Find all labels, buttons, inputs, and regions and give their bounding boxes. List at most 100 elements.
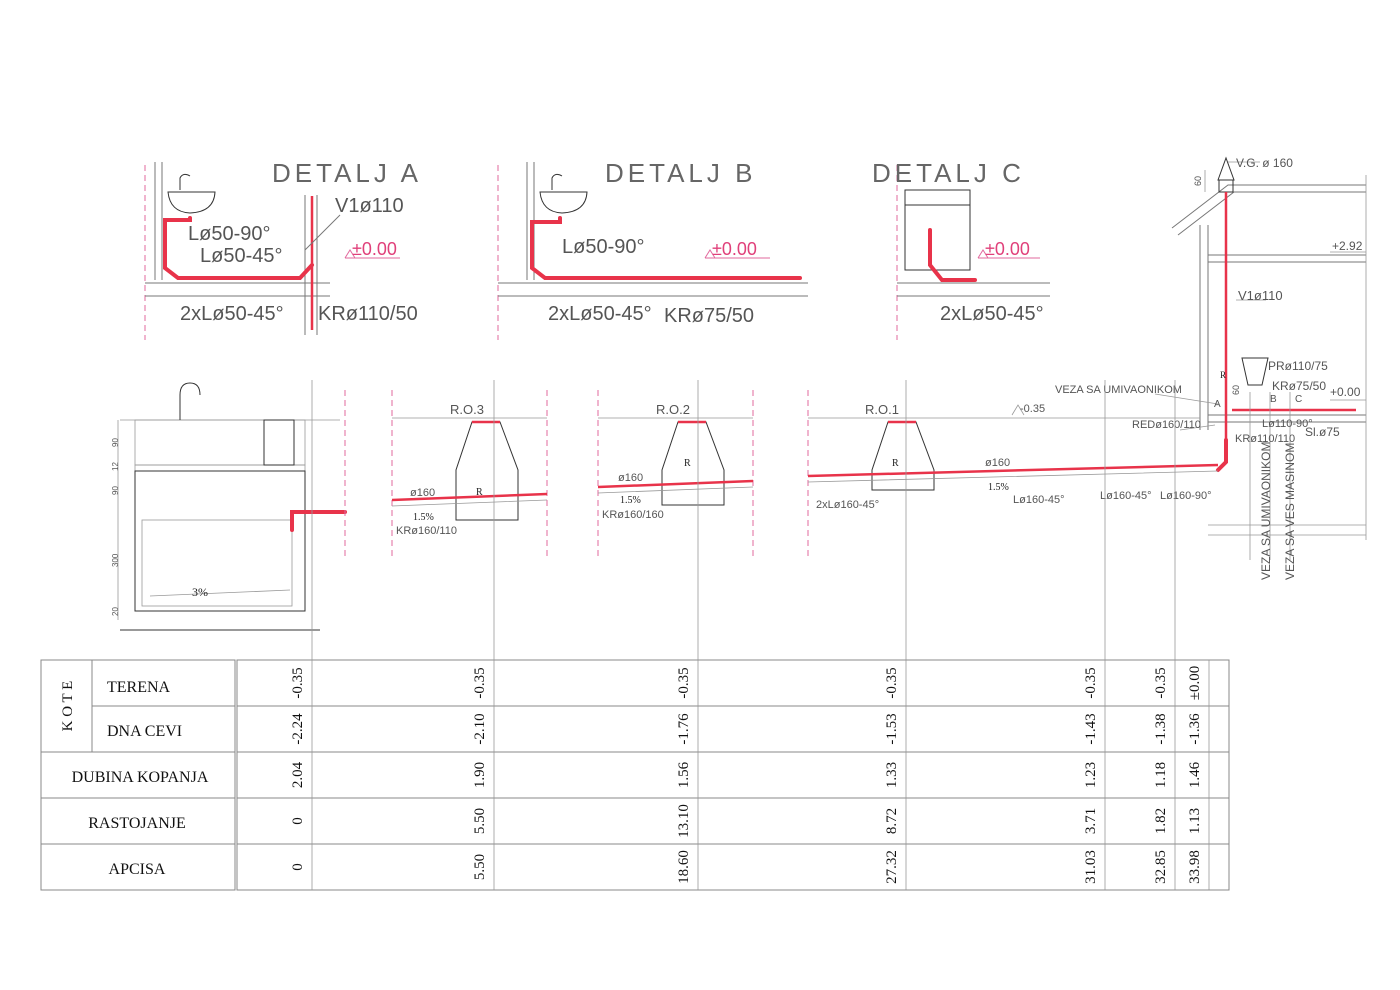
table-cell-terena: -0.35 — [676, 667, 692, 698]
table-cell-dna-cevi: -1.43 — [1083, 713, 1099, 744]
detail-a-level-mark — [344, 249, 356, 259]
table-cell-dna-cevi: -1.53 — [884, 713, 900, 744]
pipe-slope-1: 1.5% — [413, 512, 434, 523]
sewer-pipe-3 — [807, 463, 1219, 478]
stack-label: V1ø110 — [1238, 288, 1283, 303]
table-cell-apcisa: 18.60 — [676, 850, 692, 884]
table-cell-rastojanje: 8.72 — [884, 808, 900, 834]
tank-dim-4: 20 — [111, 607, 120, 616]
sewer-pipe-bottom — [391, 470, 1219, 507]
reducer-label-2: KRø75/50 — [1272, 379, 1326, 393]
elbow-110-label: Lø110-90° — [1262, 418, 1313, 430]
detail-a-level: ±0.00 — [352, 239, 397, 259]
point-a: A — [1214, 399, 1221, 410]
dim-60-floor: 60 — [1231, 385, 1241, 395]
table-cell-apcisa: 27.32 — [884, 850, 900, 884]
revision-mark: R — [1220, 370, 1226, 380]
detail-c-level: ±0.00 — [985, 239, 1030, 259]
tank-vent-icon — [179, 382, 201, 420]
level-floor: +0.00 — [1330, 385, 1361, 399]
table-cell-terena: ±0.00 — [1187, 666, 1203, 700]
detail-b-drain-pipe — [530, 216, 802, 280]
roof-line-inner — [1177, 191, 1366, 236]
manhole-ro3 — [455, 421, 519, 521]
fitting-2x-elbow-160: 2xLø160-45° — [816, 499, 879, 511]
trap-label: Sl.ø75 — [1305, 425, 1340, 439]
level-top: +2.92 — [1332, 239, 1363, 253]
pipe-dia-2: ø160 — [618, 472, 643, 484]
pipe-slope-3: 1.5% — [988, 482, 1009, 493]
tank-body — [134, 470, 306, 612]
detail-a-faucet — [179, 173, 191, 190]
manhole-ro2-mark: R — [684, 458, 691, 469]
table-cell-rastojanje: 5.50 — [472, 808, 488, 834]
vent-label: V.G. ø 160 — [1236, 156, 1293, 170]
table-cell-dna-cevi: -1.38 — [1153, 713, 1169, 744]
septic-tank: 3% 90 12 90 300 20 — [111, 382, 347, 631]
building-section: V.G. ø 160 +2.92 V1ø110 PRø110/75 KRø75/… — [1055, 156, 1367, 580]
table-cell-dubina: 1.56 — [676, 761, 692, 788]
table-cell-dubina: 1.18 — [1153, 762, 1169, 788]
ground-level-mark — [1011, 404, 1025, 416]
stack-bend — [1216, 438, 1228, 472]
manhole-ro2-label: R.O.2 — [656, 402, 690, 417]
tank-cover-slab — [134, 419, 306, 466]
manhole-ro2 — [661, 421, 725, 506]
detail-c-drain-pipe — [928, 228, 977, 282]
connection-leader — [1154, 393, 1219, 405]
reducer-160-label: REDø160/110 — [1132, 419, 1201, 431]
manhole-ro1-mark: R — [892, 458, 899, 469]
point-b: B — [1270, 394, 1277, 405]
tank-dim-0: 90 — [111, 438, 120, 447]
table-cell-rastojanje: 13.10 — [676, 804, 692, 838]
detail-b-faucet — [551, 173, 563, 190]
table-cell-terena: -0.35 — [1083, 667, 1099, 698]
detail-a-label-reducer: KRø110/50 — [318, 303, 418, 325]
table-cell-dubina: 2.04 — [290, 761, 306, 788]
branch-110-label: KRø110/110 — [1235, 433, 1295, 445]
detail-b-level-mark — [704, 249, 716, 259]
detail-a-title: DETALJ A — [272, 158, 422, 188]
table-cell-apcisa: 0 — [290, 863, 306, 871]
tank-water — [141, 519, 293, 607]
table-row-dubina: DUBINA KOPANJA — [72, 769, 209, 786]
detail-a-leader — [304, 214, 341, 251]
table-cell-terena: -0.35 — [290, 667, 306, 698]
table-cell-rastojanje: 0 — [290, 817, 306, 825]
pipe-dia-3: ø160 — [985, 457, 1010, 469]
toilet-icon — [1241, 357, 1269, 386]
table-cell-dubina: 1.90 — [472, 762, 488, 788]
vent-cap-icon — [1217, 156, 1235, 181]
table-cell-terena: -0.35 — [472, 667, 488, 698]
tank-slope-line — [149, 589, 291, 597]
rotated-label-washbasin: VEZA SA UMIVAONIKOM — [1259, 442, 1273, 580]
table-cell-terena: -0.35 — [1153, 667, 1169, 698]
manhole-ro3-label: R.O.3 — [450, 402, 484, 417]
table-row-apcisa: APCISA — [109, 861, 166, 878]
table-value-columns: -0.35-2.242.0400-0.35-2.101.905.505.50-0… — [290, 380, 1210, 890]
tank-manhole-neck — [263, 419, 295, 466]
foundation — [1208, 524, 1366, 536]
table-cell-apcisa: 5.50 — [472, 854, 488, 880]
tank-dim-2: 90 — [111, 486, 120, 495]
detail-b-washbasin — [539, 191, 588, 214]
table-cell-apcisa: 31.03 — [1083, 850, 1099, 884]
sewer-pipe-1 — [391, 492, 548, 502]
detail-b-title: DETALJ B — [605, 158, 756, 188]
sewer-pipe-2 — [597, 479, 754, 489]
table-cell-apcisa: 32.85 — [1153, 850, 1169, 884]
table-value-frame — [236, 659, 1230, 891]
detail-a: DETALJ A V1ø110 Lø50-90° Lø50-45° 2xLø50… — [144, 158, 422, 340]
fitting-elbow-45-b: Lø160-45° — [1100, 490, 1152, 502]
detail-b-label-reducer: KRø75/50 — [664, 305, 754, 327]
detail-a-label-elbow-90: Lø50-90° — [188, 223, 271, 245]
detail-b-label-2x-elbow: 2xLø50-45° — [548, 303, 652, 325]
detail-c: DETALJ C 2xLø50-45° ±0.00 — [872, 158, 1050, 340]
table-cell-dna-cevi: -2.24 — [290, 713, 306, 745]
point-c: C — [1295, 394, 1302, 405]
table-row-dna-cevi: DNA CEVI — [107, 723, 182, 740]
fitting-elbow-45-a: Lø160-45° — [1013, 494, 1065, 506]
rotated-label-washing-machine: VEZA SA VES MASINOM — [1283, 443, 1297, 580]
table-cell-rastojanje: 1.13 — [1187, 808, 1203, 834]
detail-b: DETALJ B Lø50-90° 2xLø50-45° KRø75/50 ±0… — [497, 158, 808, 340]
